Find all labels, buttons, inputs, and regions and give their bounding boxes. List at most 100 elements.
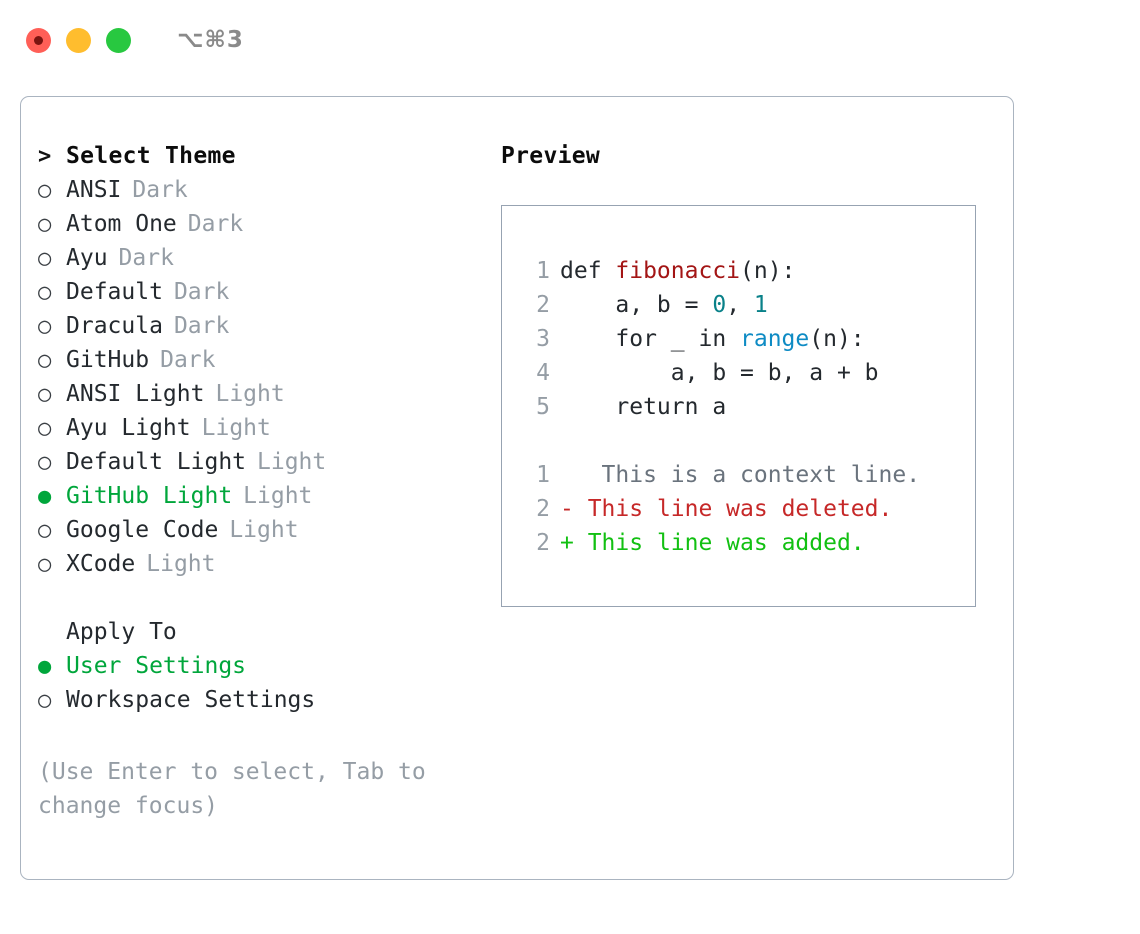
theme-option-label: Dracula bbox=[66, 313, 163, 339]
radio-unselected-icon: ○ bbox=[38, 382, 52, 407]
code-token-plain: (n): bbox=[740, 258, 796, 284]
theme-option-label: GitHub Light bbox=[66, 483, 233, 509]
preview-title: Preview bbox=[501, 143, 601, 169]
apply-to-marker-spacer: ○ bbox=[38, 620, 66, 645]
theme-option-variant: Dark bbox=[132, 177, 188, 203]
theme-option-label: Ayu Light bbox=[66, 415, 191, 441]
apply-to-option-workspace-settings[interactable]: ○ Workspace Settings bbox=[38, 687, 488, 721]
diff-sign: + bbox=[560, 530, 574, 556]
radio-unselected-icon: ○ bbox=[38, 178, 52, 203]
radio-unselected-icon: ○ bbox=[38, 416, 52, 441]
radio-selected-icon: ● bbox=[38, 484, 52, 509]
code-line-content: a, b = b, a + b bbox=[560, 356, 879, 390]
keyboard-hint-text: (Use Enter to select, Tab to change focu… bbox=[38, 759, 426, 819]
keyboard-shortcut-label: ⌥⌘3 bbox=[177, 27, 244, 53]
code-token-plain: for _ in bbox=[560, 326, 741, 352]
code-diff-spacer bbox=[520, 424, 975, 458]
theme-option-label: Google Code bbox=[66, 517, 219, 543]
diff-line-added: 2+ This line was added. bbox=[520, 526, 975, 560]
minimize-button[interactable] bbox=[66, 27, 91, 53]
apply-to-heading: ○ Apply To bbox=[38, 619, 488, 653]
preview-diff-block: 1 This is a context line. 2- This line wa… bbox=[520, 458, 975, 560]
close-button[interactable] bbox=[26, 27, 51, 53]
window-controls bbox=[26, 27, 131, 53]
code-token-plain: , bbox=[726, 292, 754, 318]
theme-option-ansi[interactable]: ○ ANSI Dark bbox=[38, 177, 488, 211]
code-token-plain: (n): bbox=[809, 326, 865, 352]
diff-sign: - bbox=[560, 496, 574, 522]
theme-option-default[interactable]: ○ Default Dark bbox=[38, 279, 488, 313]
code-line: 2 a, b = 0, 1 bbox=[520, 288, 975, 322]
radio-unselected-icon: ○ bbox=[38, 348, 52, 373]
theme-option-label: GitHub bbox=[66, 347, 150, 373]
diff-line-number: 1 bbox=[536, 462, 550, 488]
code-line-number: 5 bbox=[536, 394, 550, 420]
code-line-number: 1 bbox=[536, 258, 550, 284]
code-token-plain: a, b = bbox=[560, 292, 713, 318]
titlebar: ⌥⌘3 bbox=[0, 0, 1140, 80]
code-line: 4 a, b = b, a + b bbox=[520, 356, 975, 390]
radio-unselected-icon: ○ bbox=[38, 688, 52, 713]
maximize-button[interactable] bbox=[106, 27, 131, 53]
diff-sign bbox=[560, 458, 574, 492]
radio-unselected-icon: ○ bbox=[38, 314, 52, 339]
theme-option-variant: Light bbox=[243, 483, 313, 509]
apply-to-option-user-settings[interactable]: ●User Settings bbox=[38, 653, 488, 687]
diff-line-text: This is a context line. bbox=[573, 462, 921, 488]
theme-option-github-light[interactable]: ● GitHub Light Light bbox=[38, 483, 488, 517]
theme-option-variant: Dark bbox=[187, 211, 244, 237]
code-line-content: for _ in range(n): bbox=[560, 322, 865, 356]
radio-unselected-icon: ○ bbox=[38, 212, 52, 237]
radio-unselected-icon: ○ bbox=[38, 280, 52, 305]
code-line-number: 4 bbox=[536, 360, 550, 386]
theme-option-label: ANSI bbox=[66, 177, 122, 203]
code-line-number: 2 bbox=[536, 292, 550, 318]
apply-to-option-label: Workspace Settings bbox=[66, 687, 316, 713]
theme-option-label: ANSI Light bbox=[66, 381, 205, 407]
section-spacer bbox=[38, 585, 488, 619]
code-token-plain: def bbox=[560, 258, 616, 284]
theme-option-ayu[interactable]: ○ Ayu Dark bbox=[38, 245, 488, 279]
theme-option-variant: Light bbox=[229, 517, 299, 543]
code-token-plain: return a bbox=[560, 394, 727, 420]
radio-unselected-icon: ○ bbox=[38, 450, 52, 475]
code-token-num: 1 bbox=[753, 292, 768, 318]
radio-unselected-icon: ○ bbox=[38, 246, 52, 271]
code-token-num: 0 bbox=[712, 292, 727, 318]
theme-option-label: Default bbox=[66, 279, 163, 305]
theme-option-github[interactable]: ○ GitHub Dark bbox=[38, 347, 488, 381]
theme-option-variant: Light bbox=[146, 551, 216, 577]
apply-to-list: ●User Settings○ Workspace Settings bbox=[38, 653, 488, 721]
code-line: 1 def fibonacci(n): bbox=[520, 254, 975, 288]
code-token-plain: a, b = b, a + b bbox=[560, 360, 879, 386]
diff-line-text: This line was deleted. bbox=[573, 496, 893, 522]
select-theme-heading: > Select Theme bbox=[38, 143, 488, 177]
theme-option-variant: Dark bbox=[173, 279, 230, 305]
code-line: 5 return a bbox=[520, 390, 975, 424]
code-token-fn: fibonacci bbox=[615, 258, 741, 284]
theme-option-variant: Light bbox=[257, 449, 327, 475]
code-line-number: 3 bbox=[536, 326, 550, 352]
theme-option-label: Ayu bbox=[66, 245, 108, 271]
diff-line-number: 2 bbox=[536, 530, 550, 556]
apply-to-option-label: User Settings bbox=[66, 653, 247, 679]
diff-line-number: 2 bbox=[536, 496, 550, 522]
theme-option-variant: Dark bbox=[160, 347, 216, 373]
select-theme-title: Select Theme bbox=[66, 143, 236, 169]
theme-option-variant: Dark bbox=[118, 245, 174, 271]
cursor-arrow-icon: > bbox=[38, 144, 52, 169]
apply-to-title: Apply To bbox=[66, 619, 177, 645]
